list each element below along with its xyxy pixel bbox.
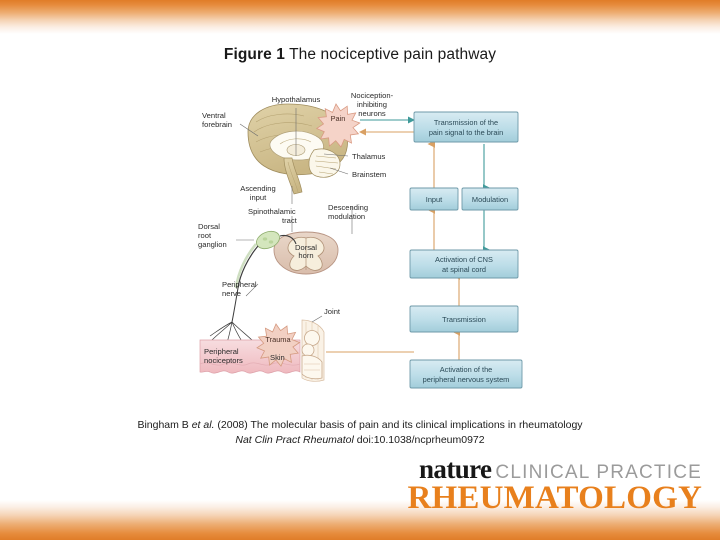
flow-box-activation-cns[interactable]: Activation of CNS at spinal cord <box>409 249 519 279</box>
flow-box-label: Modulation <box>472 195 508 204</box>
flow-box-label: Activation of CNS <box>435 255 493 264</box>
figure-caption: The nociceptive pain pathway <box>284 46 497 63</box>
pain-pathway-diagram: Pain Dorsal horn <box>196 88 526 393</box>
dorsal-horn-label-l2: horn <box>298 251 313 260</box>
flow-box-modulation[interactable]: Modulation <box>461 187 519 211</box>
nociceptors-label-l2: nociceptors <box>204 356 243 365</box>
peripheral-nerve-label-l2: nerve <box>222 289 241 298</box>
flow-box-label: at spinal cord <box>442 265 486 274</box>
ventral-forebrain-label-l1: Ventral <box>202 111 226 120</box>
drg-label-l2: root <box>198 231 212 240</box>
flow-box-label: peripheral nervous system <box>423 375 510 384</box>
leader-lines <box>236 108 353 323</box>
flow-box-label: Transmission <box>442 315 486 324</box>
figure-number: Figure 1 <box>223 46 285 63</box>
nociception-label-l2: inhibiting <box>357 100 387 109</box>
descending-modulation-label-l1: Descending <box>328 203 368 212</box>
hypothalamus-label: Hypothalamus <box>272 95 321 104</box>
ventral-forebrain-label-l2: forebrain <box>202 120 232 129</box>
pain-burst-icon: Pain <box>315 103 361 148</box>
drg-label-l1: Dorsal <box>198 222 220 231</box>
flow-box-activation-pns[interactable]: Activation of the peripheral nervous sys… <box>409 359 523 389</box>
joint-label: Joint <box>324 307 341 316</box>
logo-nature-wordmark: nature <box>419 454 492 484</box>
flow-box-transmission-brain[interactable]: Transmission of the pain signal to the b… <box>413 111 519 143</box>
citation-block: Bingham B et al. (2008) The molecular ba… <box>0 418 720 447</box>
descending-modulation-label-l2: modulation <box>328 212 365 221</box>
logo-rheumatology: RHEUMATOLOGY <box>407 480 702 516</box>
top-accent-band <box>0 0 720 34</box>
peripheral-nerve-label-l1: Peripheral <box>222 280 257 289</box>
dorsal-root-ganglion-illustration <box>234 230 297 289</box>
pain-burst-label: Pain <box>331 114 346 123</box>
drg-label-l3: ganglion <box>198 240 227 249</box>
dorsal-horn-label-l1: Dorsal <box>295 243 317 252</box>
trauma-burst-label: Trauma <box>265 335 291 344</box>
citation-line-1: Bingham B et al. (2008) The molecular ba… <box>0 418 720 433</box>
flow-box-transmission[interactable]: Transmission <box>409 305 519 333</box>
flow-box-label: Activation of the <box>440 365 493 374</box>
citation-line-2: Nat Clin Pract Rheumatol doi:10.1038/ncp… <box>0 433 720 448</box>
flow-box-label: Input <box>426 195 442 204</box>
flow-box-label: pain signal to the brain <box>429 128 503 137</box>
page-title: Figure 1 The nociceptive pain pathway <box>0 46 720 64</box>
flow-box-label: Transmission of the <box>434 118 498 127</box>
citation-journal: Nat Clin Pract Rheumatol <box>235 433 354 446</box>
spinal-cord-illustration: Dorsal horn <box>273 231 339 275</box>
joint-illustration <box>301 319 325 382</box>
thalamus-label: Thalamus <box>352 152 386 161</box>
citation-authors: Bingham B <box>137 419 192 431</box>
ascending-input-label-l2: input <box>250 193 267 202</box>
spinothalamic-tract-label-l2: tract <box>282 216 298 225</box>
trauma-burst-icon: Trauma <box>256 323 301 367</box>
skin-label: Skin <box>270 353 285 362</box>
spinothalamic-tract-label-l1: Spinothalamic <box>248 207 296 216</box>
flow-box-input[interactable]: Input <box>409 187 459 211</box>
nociception-label-l3: neurons <box>358 109 386 118</box>
bottom-accent-band <box>0 500 720 540</box>
citation-title: (2008) The molecular basis of pain and i… <box>214 419 583 431</box>
nociception-label-l1: Nociception- <box>351 91 394 100</box>
ascending-input-label-l1: Ascending <box>240 184 275 193</box>
citation-doi: doi:10.1038/ncprheum0972 <box>353 433 485 446</box>
logo-clinical-practice: CLINICAL PRACTICE <box>495 462 702 483</box>
citation-etal: et al. <box>191 419 215 431</box>
nociceptors-label-l1: Peripheral <box>204 347 239 356</box>
brainstem-label: Brainstem <box>352 170 386 179</box>
